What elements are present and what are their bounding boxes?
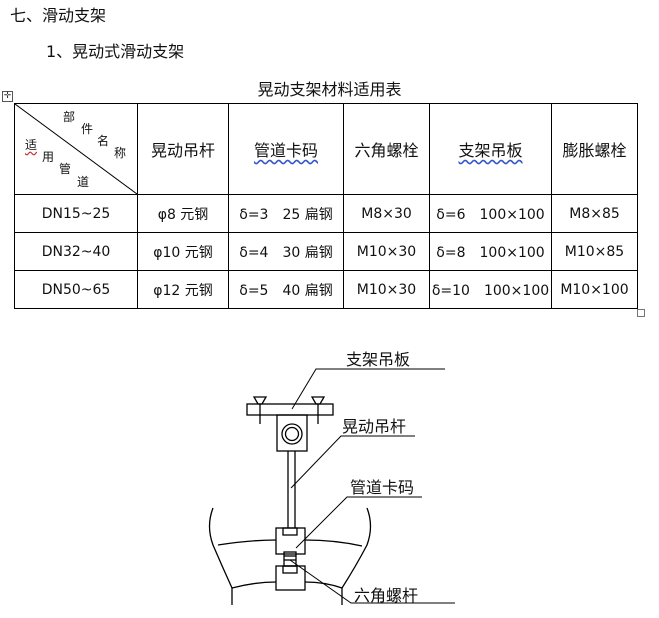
table-cell: DN32~40 [14, 232, 138, 271]
table-cell: φ12 元钢 [137, 270, 229, 309]
pipe-outline-right [341, 507, 372, 605]
diagonal-corner-cell: 部 件 名 称 适 用 管 道 [14, 103, 138, 195]
leader-hanger-plate [291, 368, 445, 410]
corner-char: 管 [59, 162, 72, 176]
leader-hex-bolt [289, 559, 455, 604]
bolt-head-right [310, 396, 326, 405]
pipe-top-right [304, 539, 363, 547]
header-cell: 六角螺栓 [343, 103, 430, 195]
table-row: DN15~25 φ8 元钢 δ=3 25 扁钢 M8×30 δ=6 100×10… [14, 194, 638, 233]
pivot-pin-outer [281, 423, 303, 445]
table-row: DN32~40 φ10 元钢 δ=4 30 扁钢 M10×30 δ=8 100×… [14, 232, 638, 271]
table-cell: δ=8 100×100 [429, 232, 552, 271]
table-cell: δ=4 30 扁钢 [228, 232, 344, 271]
bolt-head-left [252, 396, 268, 405]
header-cell: 支架吊板 [429, 103, 552, 195]
label-pipe-clamp: 管道卡码 [350, 478, 415, 497]
table-cell: δ=3 25 扁钢 [228, 194, 344, 233]
pivot-pin-inner [284, 426, 300, 442]
header-cell: 膨胀螺栓 [551, 103, 638, 195]
clamp-upper [275, 527, 306, 555]
table-cell: M10×30 [343, 270, 430, 309]
clamp-upper-tab [282, 527, 298, 536]
table-cell: DN15~25 [14, 194, 138, 233]
leader-pipe-clamp [295, 496, 422, 549]
table-cell: M8×30 [343, 194, 430, 233]
pipe-outline-left [208, 507, 233, 605]
table-cell: M10×85 [551, 232, 638, 271]
label-swing-rod: 晃动吊杆 [342, 417, 407, 436]
header-cell: 管道卡码 [228, 103, 344, 195]
materials-table: 部 件 名 称 适 用 管 道 晃动吊杆 管道卡码 六角螺栓 支架吊板 膨胀螺栓… [14, 103, 638, 309]
corner-char: 名 [97, 134, 110, 148]
table-row: DN50~65 φ12 元钢 δ=5 40 扁钢 M10×30 δ=10 100… [14, 270, 638, 309]
corner-char: 用 [42, 150, 55, 164]
diagonal-line [15, 104, 137, 194]
corner-char: 称 [114, 146, 127, 160]
label-hex-bolt: 六角螺杆 [354, 586, 419, 605]
table-header-row: 部 件 名 称 适 用 管 道 晃动吊杆 管道卡码 六角螺栓 支架吊板 膨胀螺栓 [14, 103, 638, 195]
section-heading: 七、滑动支架 [10, 6, 107, 25]
clamp-lower-tab [282, 565, 298, 574]
table-cell: φ8 元钢 [137, 194, 229, 233]
label-hanger-plate: 支架吊板 [346, 350, 411, 369]
support-drawing [208, 368, 455, 605]
table-cell: M8×85 [551, 194, 638, 233]
pipe-bottom-left [231, 581, 277, 589]
table-resize-handle-icon[interactable] [637, 309, 645, 317]
corner-char: 适 [25, 138, 38, 152]
table-cell: δ=5 40 扁钢 [228, 270, 344, 309]
table-cell: δ=10 100×100 [429, 270, 552, 309]
table-cell: δ=6 100×100 [429, 194, 552, 233]
pipe-bottom-right [304, 581, 343, 589]
corner-char: 件 [81, 122, 94, 136]
table-cell: DN50~65 [14, 270, 138, 309]
table-move-handle-icon[interactable]: ✛ [2, 91, 13, 102]
subsection-heading: 1、晃动式滑动支架 [46, 42, 185, 61]
clamp-lower [275, 565, 306, 591]
header-cell: 晃动吊杆 [137, 103, 229, 195]
table-cell: M10×100 [551, 270, 638, 309]
table-cell: M10×30 [343, 232, 430, 271]
corner-char: 道 [77, 175, 90, 189]
table-caption: 晃动支架材料适用表 [257, 80, 402, 99]
corner-char: 部 [63, 110, 76, 124]
table-cell: φ10 元钢 [137, 232, 229, 271]
pipe-top-left [217, 539, 277, 546]
lug-block [276, 414, 308, 452]
leader-swing-rod [290, 435, 415, 489]
